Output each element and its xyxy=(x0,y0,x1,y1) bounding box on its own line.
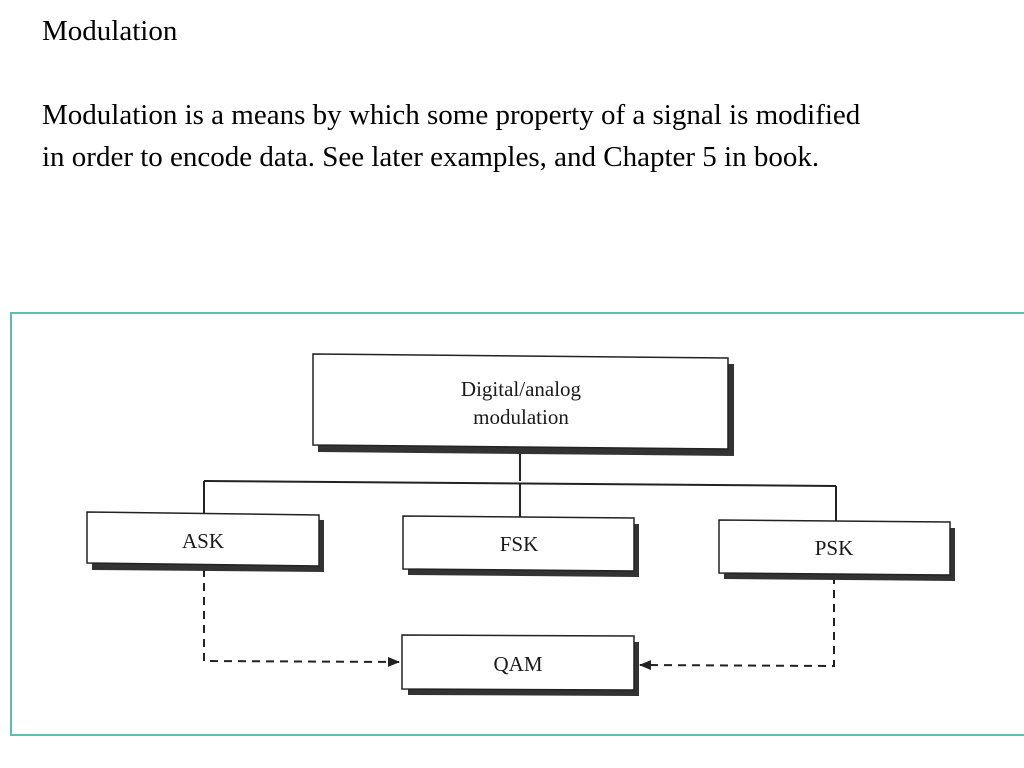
node-fsk-box xyxy=(402,515,635,572)
node-root-label-1: Digital/analog xyxy=(461,377,582,401)
tree-connectors xyxy=(203,448,837,521)
slide-body-text: Modulation is a means by which some prop… xyxy=(42,94,1017,178)
node-ask-label: ASK xyxy=(182,529,224,553)
node-ask-box xyxy=(86,511,320,567)
node-qam: QAM xyxy=(401,634,639,696)
node-fsk: FSK xyxy=(402,515,639,577)
arrow-ask-to-qam xyxy=(203,569,400,667)
node-qam-box xyxy=(401,634,635,691)
node-ask: ASK xyxy=(86,511,324,572)
node-qam-label: QAM xyxy=(493,652,542,676)
slide-title: Modulation xyxy=(42,15,178,47)
node-psk-box xyxy=(718,519,951,576)
body-line-2: in order to encode data. See later examp… xyxy=(42,141,820,173)
node-psk: PSK xyxy=(718,519,955,581)
node-fsk-label: FSK xyxy=(500,532,539,556)
node-root-box xyxy=(312,353,729,450)
node-root-label-2: modulation xyxy=(473,405,569,429)
node-root: Digital/analog modulation xyxy=(312,353,734,456)
dashed-connectors xyxy=(203,569,835,671)
body-line-1: Modulation is a means by which some prop… xyxy=(42,99,861,131)
node-psk-label: PSK xyxy=(815,536,854,560)
arrow-psk-to-qam xyxy=(639,576,835,671)
